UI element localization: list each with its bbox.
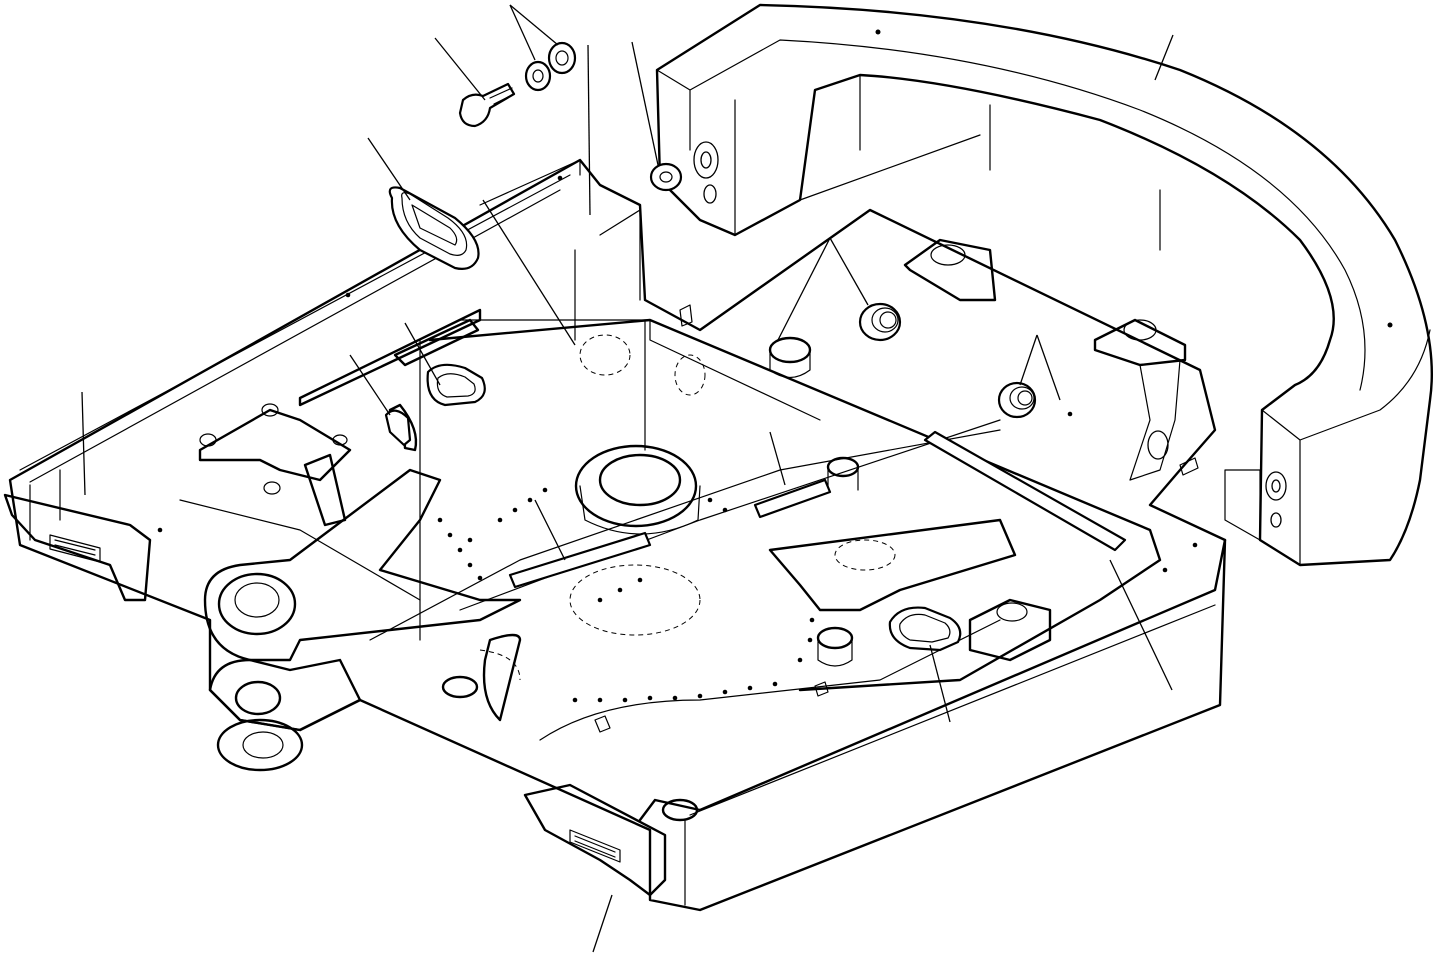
counterweight	[655, 3, 1433, 567]
leader-lines	[81, 4, 1174, 953]
grommets	[384, 186, 1037, 652]
bolt-with-washers	[458, 41, 683, 192]
revolving-frame	[3, 158, 1227, 912]
